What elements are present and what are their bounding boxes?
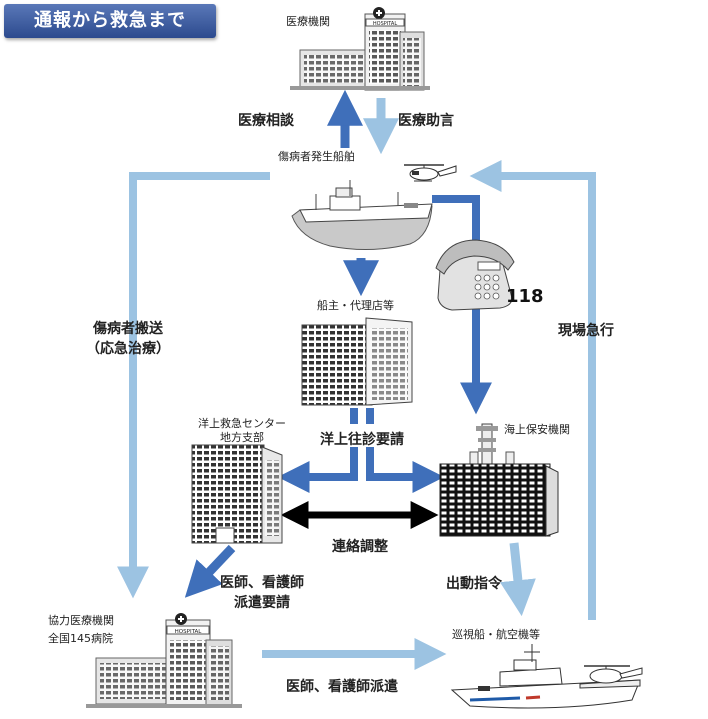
label-liaison: 連絡調整 <box>332 539 388 555</box>
arrow-rush-to-scene <box>469 160 596 620</box>
patient-ship-icon <box>291 180 433 251</box>
arrow-staff-request <box>184 544 236 598</box>
hospital-sign-top: HOSPITAL <box>373 21 397 27</box>
hospital-building-bottom <box>86 613 242 708</box>
label-medical-institution: 医療機関 <box>286 15 330 28</box>
label-cooperating-hospital-line2: 全国145病院 <box>48 632 113 645</box>
shipowner-building-icon <box>301 317 413 406</box>
title-banner: 通報から救急まで <box>4 4 216 38</box>
label-medical-consult: 医療相談 <box>238 113 294 129</box>
label-staff-dispatch: 医師、看護師派遣 <box>286 679 398 695</box>
patrol-vessel-icon <box>450 644 641 709</box>
label-staff-request-line1: 医師、看護師 <box>220 575 304 591</box>
coast-guard-building-icon <box>439 423 559 537</box>
label-rescue-center-line2: 地方支部 <box>220 431 264 444</box>
label-staff-request-line2: 派遣要請 <box>234 595 290 611</box>
label-rush-to-scene: 現場急行 <box>558 323 614 339</box>
label-phone-118: 118 <box>506 286 544 307</box>
hospital-building-top <box>290 7 430 91</box>
label-cooperating-hospital-line1: 協力医療機関 <box>48 614 114 627</box>
label-dispatch-order: 出動指令 <box>446 576 502 592</box>
label-rescue-center-line1: 洋上救急センター <box>198 417 286 430</box>
label-transport-line2: （応急治療） <box>86 341 170 357</box>
arrow-dispatch-order <box>500 542 536 617</box>
label-transport-line1: 傷病者搬送 <box>93 321 163 337</box>
rescue-center-building-icon <box>191 444 283 544</box>
arrow-request-to-center <box>277 447 358 493</box>
arrow-request-to-coastguard <box>366 447 445 493</box>
label-patrol-vessels: 巡視船・航空機等 <box>452 628 540 641</box>
label-patient-ship: 傷病者発生船舶 <box>278 150 355 163</box>
telephone-icon <box>435 239 515 311</box>
label-coast-guard: 海上保安機関 <box>504 423 570 436</box>
label-shipowner-agent: 船主・代理店等 <box>317 299 394 312</box>
patrol-helicopter-icon <box>584 665 643 684</box>
hospital-sign-bottom: HOSPITAL <box>175 629 203 635</box>
helicopter-icon <box>404 164 457 182</box>
label-medical-advice: 医療助言 <box>398 113 454 129</box>
arrow-patient-transport <box>117 172 270 599</box>
arrow-call-118 <box>432 195 492 415</box>
diagram-title: 通報から救急まで <box>34 10 186 31</box>
label-offshore-request: 洋上往診要請 <box>320 432 404 448</box>
